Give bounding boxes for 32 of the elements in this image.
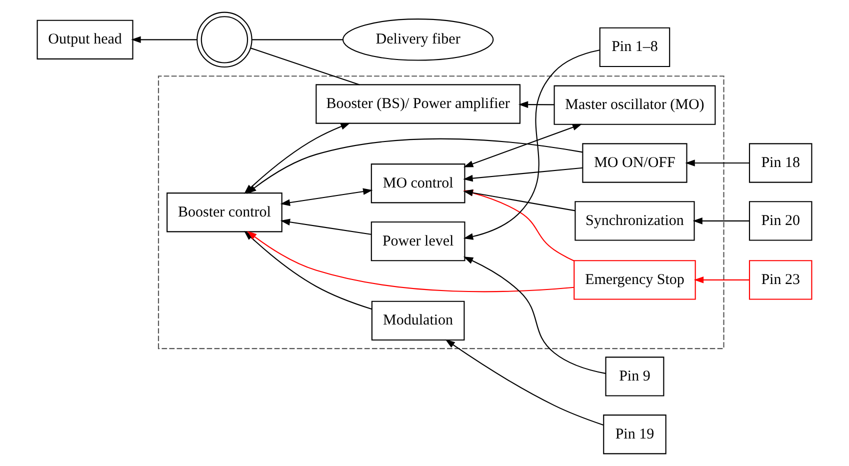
arrow <box>692 218 750 224</box>
node-box: Pin 23 <box>748 260 812 300</box>
arrow <box>694 276 750 284</box>
arrow <box>280 218 372 235</box>
arrow <box>247 230 574 292</box>
connector <box>252 39 343 40</box>
node-box: Pin 20 <box>748 201 812 241</box>
node-box: Pin 9 <box>605 356 664 396</box>
node-box: Modulation <box>371 300 465 341</box>
node-box: Synchronization <box>574 201 695 241</box>
node-box: Emergency Stop <box>574 260 696 300</box>
arrow <box>518 101 554 108</box>
node-box: MO control <box>370 164 466 204</box>
arrow <box>131 36 197 44</box>
arrow <box>685 160 750 166</box>
arrow <box>463 124 582 168</box>
node-box: Pin 1–8 <box>599 27 670 68</box>
node-box: Master oscillator (MO) <box>554 85 716 125</box>
arrow <box>463 167 583 182</box>
arrow <box>280 188 373 206</box>
node-box: Output head <box>36 20 134 60</box>
node-box: Booster control <box>166 192 282 232</box>
node-ellipse: Delivery fiber <box>342 18 494 61</box>
node-box: Pin 18 <box>748 143 812 183</box>
node-box: Booster (BS)/ Power amplifier <box>316 84 520 124</box>
arrow <box>463 256 606 374</box>
arrow <box>445 339 604 426</box>
node-circle <box>196 12 252 68</box>
node-box: Power level <box>370 221 466 262</box>
node-box: MO ON/OFF <box>582 143 688 183</box>
arrow <box>246 138 583 194</box>
node-box: Pin 19 <box>603 414 666 454</box>
